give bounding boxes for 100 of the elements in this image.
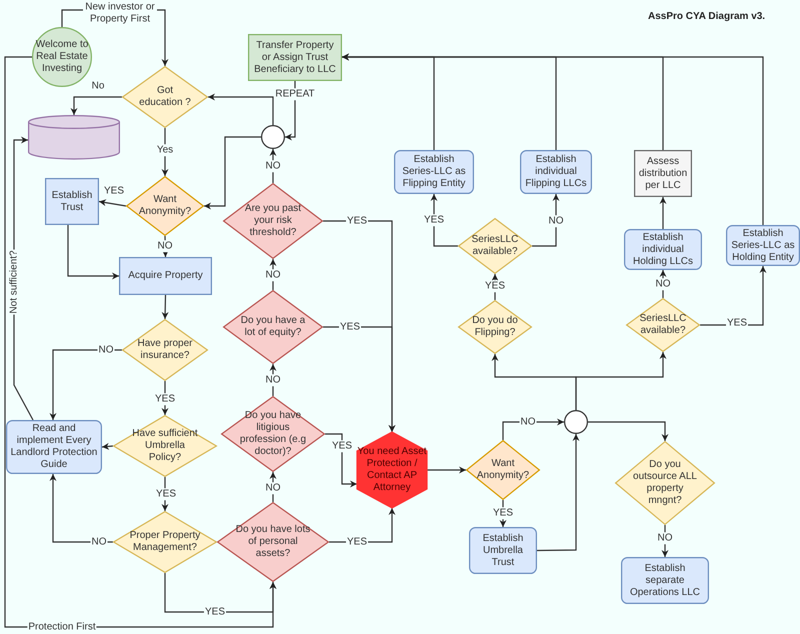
- junction-circle: [564, 410, 588, 434]
- arrow: [329, 508, 396, 543]
- arrow: [162, 381, 168, 415]
- edge-label: YES: [726, 317, 748, 329]
- arrow: [4, 56, 276, 628]
- node-label: SeriesLLC available?: [638, 313, 688, 337]
- edge-label: NO: [520, 416, 536, 428]
- arrow: [700, 266, 766, 326]
- process-box: [624, 229, 702, 270]
- decision-diamond: [122, 66, 208, 128]
- arrow: [270, 364, 276, 396]
- edge-label: YES: [339, 321, 361, 333]
- edge-label: NO: [264, 374, 282, 386]
- process-box: [248, 34, 342, 81]
- edge-label: NO: [90, 536, 108, 548]
- arrow: [662, 525, 668, 557]
- process-box: [634, 150, 692, 197]
- arrow: [50, 349, 122, 420]
- edge-label: YES: [346, 536, 368, 548]
- decision-diamond: [615, 441, 715, 525]
- arrow: [430, 194, 458, 247]
- edge-label: NO: [264, 269, 282, 281]
- edge-label: YES: [155, 488, 177, 500]
- arrow: [325, 433, 357, 488]
- node-label: Got education ?: [138, 85, 192, 109]
- node-label: Establish Series-LLC as Holding Entity: [730, 228, 796, 264]
- node-label: Welcome to Real Estate Investing: [35, 39, 89, 75]
- arrow: [270, 472, 276, 502]
- arrow: [204, 136, 261, 210]
- node-label: Want Anonymity?: [138, 194, 192, 218]
- process-box: [394, 150, 474, 194]
- decision-diamond: [458, 218, 532, 274]
- decision-diamond: [122, 319, 208, 381]
- arrow: [588, 421, 668, 441]
- process-box: [621, 557, 709, 604]
- node-label: Are you past your risk threshold?: [244, 203, 302, 239]
- edge-label: YES: [331, 440, 353, 452]
- decision-diamond: [223, 183, 323, 259]
- alert-hexagon: [357, 432, 427, 508]
- node-label: Assess distribution per LLC: [638, 156, 688, 192]
- arrow: [270, 149, 276, 183]
- arrow: [537, 434, 580, 552]
- node-label: Proper Property Management?: [129, 530, 201, 554]
- edge-label: NO: [264, 482, 282, 494]
- decision-diamond: [113, 415, 217, 477]
- node-label: Do you have litigious profession (e.g doctor)?: [238, 410, 308, 458]
- node-label: Do you outsource ALL property mngnt?: [632, 459, 698, 507]
- node-label: Do you have a lot of equity?: [240, 315, 306, 339]
- arrow: [102, 442, 114, 450]
- node-label: Do you have lots of personal assets?: [234, 524, 312, 560]
- decision-diamond: [126, 176, 204, 236]
- arrow: [575, 352, 666, 410]
- decision-diamond: [458, 300, 532, 354]
- node-label: Do you do Flipping?: [471, 315, 519, 339]
- diagram-title: AssPro CYA Diagram v3.: [648, 11, 766, 22]
- node-label: Establish Umbrella Trust: [482, 532, 524, 568]
- edge-label: YES: [103, 185, 125, 197]
- edge-label: NO: [548, 215, 564, 227]
- node-label: Read and implement Every Landlord Protection Guide: [10, 423, 98, 471]
- node-label: Establish individual Flipping LLCs: [524, 154, 588, 190]
- process-box: [119, 257, 212, 295]
- edge-label: YES: [346, 215, 368, 227]
- arrow: [427, 466, 466, 474]
- decision-diamond: [466, 440, 540, 500]
- node-label: Want Anonymity?: [476, 458, 530, 482]
- edge-label: Yes: [156, 144, 174, 156]
- edge-label: YES: [204, 606, 226, 618]
- start-circle: [32, 27, 92, 87]
- edge-label: Protection First: [27, 621, 97, 633]
- node-label: Establish individual Holding LLCs: [632, 232, 694, 268]
- node-label: Have proper insurance?: [136, 338, 194, 362]
- database-cylinder: [28, 115, 120, 159]
- edge-label: YES: [492, 507, 514, 519]
- edge-label: YES: [154, 393, 176, 405]
- edge-label: Not sufficient?: [8, 249, 20, 315]
- node-label: Have sufficient Umbrella Policy?: [131, 428, 199, 464]
- edge-label: NO: [656, 532, 674, 544]
- edge-label: REPEAT: [274, 88, 316, 100]
- arrow: [162, 294, 169, 320]
- node-label: Establish Series-LLC as Flipping Entity: [401, 154, 467, 190]
- edge-label: NO: [654, 278, 672, 290]
- arrow: [532, 194, 560, 247]
- edge-label: NO: [264, 160, 282, 172]
- decision-diamond: [217, 502, 329, 582]
- arrow: [492, 274, 498, 300]
- decision-diamond: [223, 290, 323, 364]
- node-label: Transfer Property or Assign Trust Beneficiary to LLC: [253, 40, 337, 76]
- arrow: [342, 54, 764, 225]
- edge-label: YES: [484, 280, 506, 292]
- arrow: [323, 326, 396, 432]
- arrow: [50, 474, 113, 543]
- arrow: [660, 197, 666, 229]
- arrow: [67, 225, 119, 280]
- node-label: Establish separate Operations LLC: [628, 562, 702, 598]
- arrow: [70, 96, 122, 115]
- edge-label: NO: [98, 344, 114, 356]
- decision-diamond: [221, 396, 325, 472]
- arrow: [208, 94, 274, 125]
- junction-circle: [261, 125, 285, 149]
- node-label: You need Asset Protection / Contact AP Attorney: [357, 446, 427, 494]
